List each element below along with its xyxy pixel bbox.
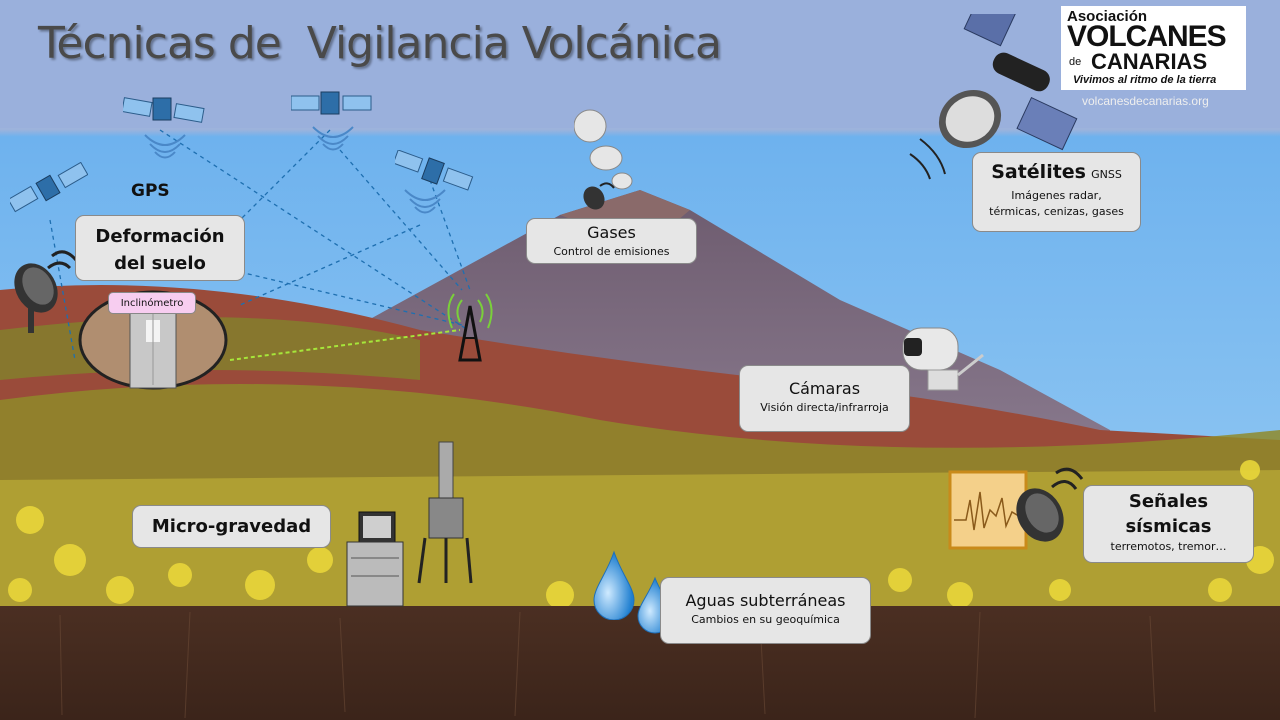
satellite-icon [10,162,88,213]
water-drop-icon [593,550,635,620]
groundwater-label-box: Aguas subterráneas Cambios en su geoquím… [660,577,871,644]
deformation-label-box: Deformación del suelo [75,215,245,281]
antenna-tower-icon [447,293,493,362]
satellites-label-box: Satélites GNSS Imágenes radar, térmicas,… [972,152,1141,232]
seismic-label-box: Señales sísmicas terremotos, tremor… [1083,485,1254,563]
satellites-title: Satélites [991,161,1086,183]
groundwater-subtitle: Cambios en su geoquímica [691,613,840,626]
gases-title: Gases [587,223,636,242]
page-title: Técnicas de Vigilancia Volcánica [38,18,722,69]
association-logo: Asociación VOLCANES de CANARIAS Vivimos … [1061,6,1246,90]
satellite-icon [123,97,205,123]
gases-label-box: Gases Control de emisiones [526,218,697,264]
satellites-line-2: térmicas, cenizas, gases [989,205,1124,218]
gps-label: GPS [131,181,170,201]
signal-waves-icon [404,189,446,214]
satellite-icon [909,14,1078,180]
cameras-label-box: Cámaras Visión directa/infrarroja [739,365,910,432]
seismic-line-2: sísmicas [1125,516,1212,537]
inclinometer-diagram-icon [78,290,228,390]
signal-waves-icon [312,126,354,151]
cameras-subtitle: Visión directa/infrarroja [760,401,889,414]
satellite-dish-icon [1016,467,1084,542]
website-url: volcanesdecanarias.org [1082,94,1209,108]
satellites-suffix: GNSS [1091,168,1122,181]
satellite-dish-icon [14,250,78,333]
satellite-dish-icon [583,182,615,210]
signal-waves-icon [144,134,186,159]
inclinometer-label: Inclinómetro [108,292,196,314]
logo-line-3a: de [1069,56,1082,68]
satellites-line-1: Imágenes radar, [1011,189,1102,202]
logo-line-2: VOLCANES [1067,20,1227,53]
logo-line-1: Asociación [1067,8,1148,25]
deformation-line-1: Deformación [95,226,225,247]
microgravity-label-box: Micro-gravedad [132,505,331,548]
seismograph-icon [948,470,1028,550]
seismic-line-1: Señales [1128,491,1209,512]
deformation-line-2: del suelo [114,253,206,274]
gases-subtitle: Control de emisiones [553,245,670,258]
logo-tagline: Vivimos al ritmo de la tierra [1073,74,1217,86]
satellite-icon [395,150,474,191]
groundwater-title: Aguas subterráneas [685,591,846,610]
microgravity-title: Micro-gravedad [151,516,312,537]
security-camera-icon [902,327,984,391]
gravimeter-icon [417,441,473,584]
satellite-icon [291,91,372,115]
smoke-cloud-icon [574,109,633,190]
seismic-subtitle: terremotos, tremor… [1110,540,1227,553]
logo-line-3: CANARIAS [1091,49,1208,74]
cameras-title: Cámaras [788,379,861,398]
laptop-icon [346,511,404,607]
